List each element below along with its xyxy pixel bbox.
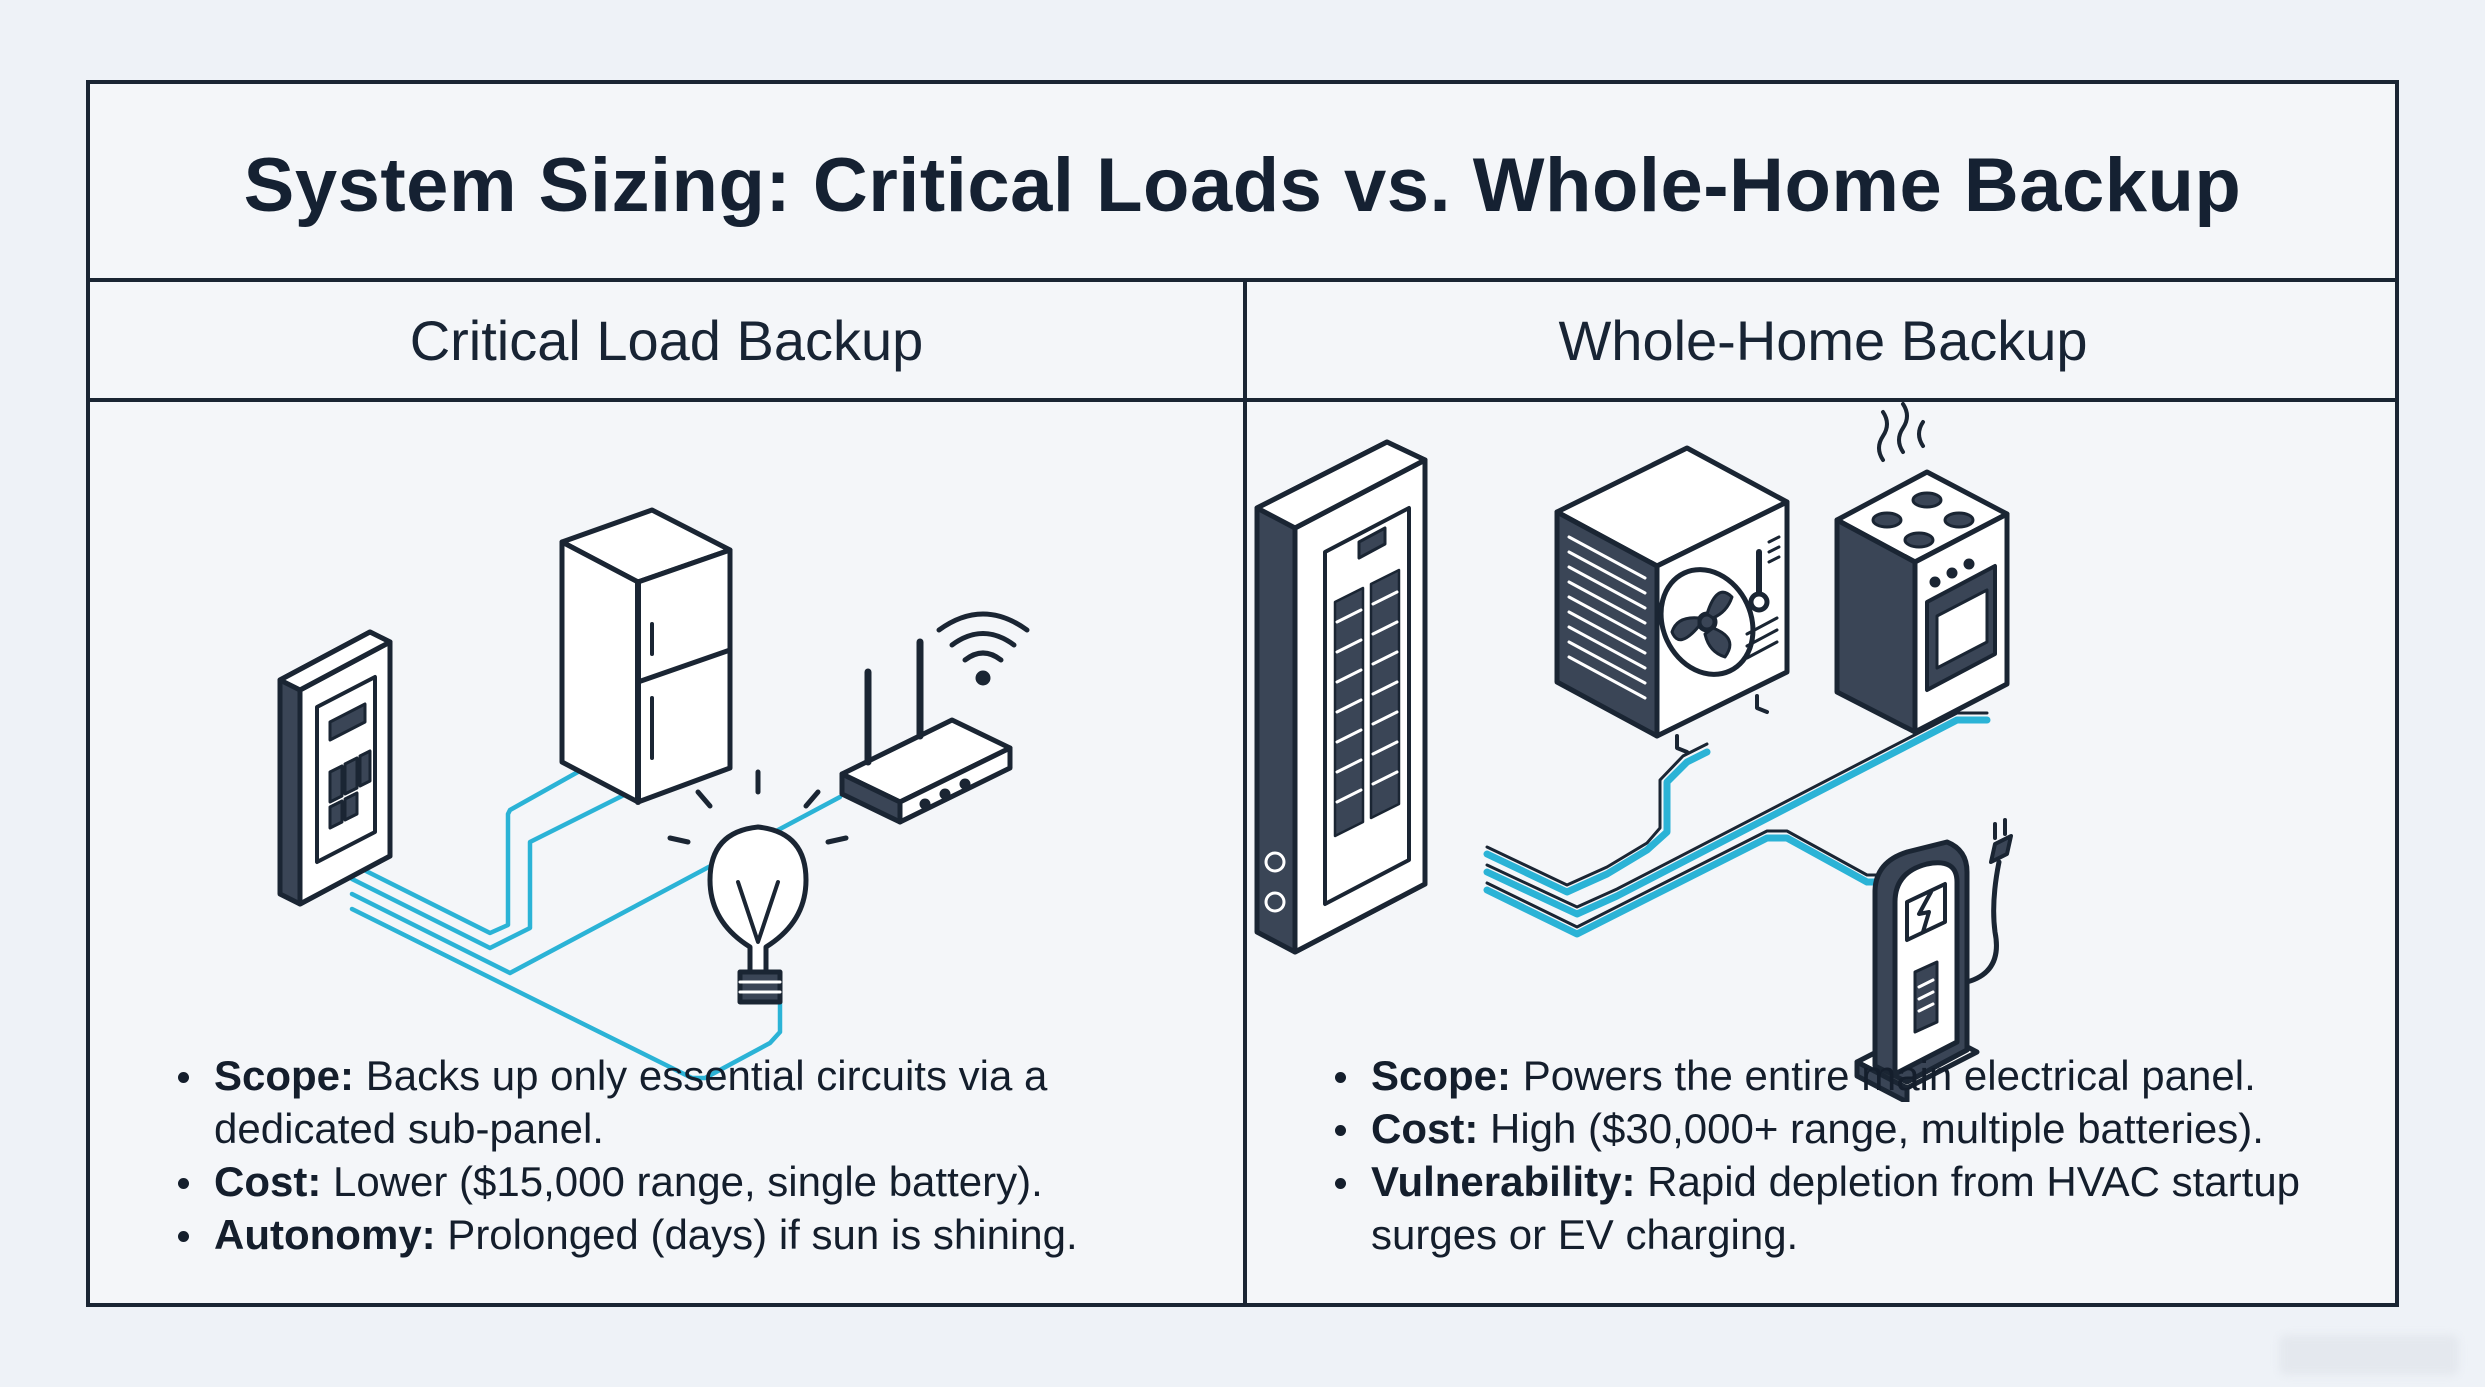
whole-home-wires [1483,716,1991,938]
critical-load-bullets: Scope: Backs up only essential circuits … [170,1049,1220,1261]
list-item: Cost: High ($30,000+ range, multiple bat… [1327,1102,2387,1155]
comparison-frame: System Sizing: Critical Loads vs. Whole-… [86,80,2399,1307]
critical-load-illustration [277,507,1030,1081]
electric-stove-icon [1834,402,2010,735]
main-panel-icon [1254,439,1428,955]
title-row: System Sizing: Critical Loads vs. Whole-… [90,84,2395,282]
corner-smudge [2279,1335,2459,1375]
light-bulb-icon [667,769,849,1005]
ev-charger-icon [1854,818,2013,1102]
list-item: Scope: Powers the entire main electrical… [1327,1049,2387,1102]
list-item: Autonomy: Prolonged (days) if sun is shi… [170,1208,1220,1261]
column-divider [1243,282,1247,1307]
whole-home-bullets: Scope: Powers the entire main electrical… [1327,1049,2387,1261]
list-item: Cost: Lower ($15,000 range, single batte… [170,1155,1220,1208]
column-heading-row: Critical Load Backup Whole-Home Backup [90,282,2395,402]
whole-home-illustration [1254,402,2013,1102]
refrigerator-icon [559,507,733,805]
heat-pump-icon [1554,445,1790,754]
critical-load-heading: Critical Load Backup [409,308,924,372]
wifi-signal-icon [936,611,1030,686]
sub-panel-icon [277,629,393,907]
page-title: System Sizing: Critical Loads vs. Whole-… [243,142,2242,228]
wifi-router-icon [839,638,1013,825]
list-item: Scope: Backs up only essential circuits … [170,1049,1220,1155]
whole-home-heading: Whole-Home Backup [1558,308,2088,372]
list-item: Vulnerability: Rapid depletion from HVAC… [1327,1155,2387,1261]
